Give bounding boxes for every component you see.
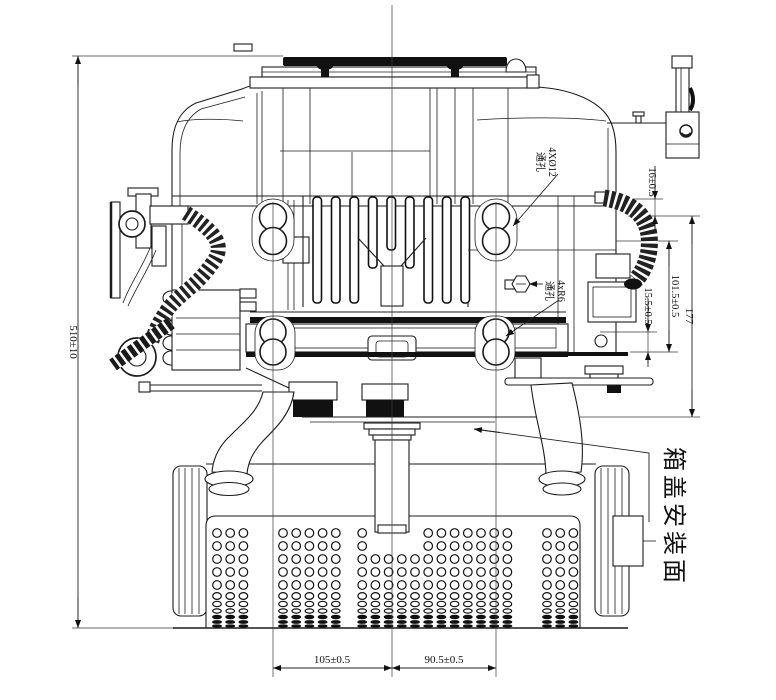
engine-outline [109, 43, 700, 629]
top-bolt-icon [317, 62, 463, 77]
left-bracket [109, 187, 189, 307]
mounting-feet [288, 357, 654, 423]
ribbed-hose [109, 206, 226, 371]
exhaust-elbow [594, 189, 658, 290]
dim-overall-height: 510±10 [67, 325, 79, 359]
callouts: 4XØ12 通孔 4xR6 通孔 箱盖安装面 [473, 147, 687, 587]
control-box [162, 288, 257, 371]
dim-hole-span: 101.5±0.5 [669, 275, 680, 318]
callout-cover-face: 箱盖安装面 [660, 447, 687, 587]
callout-corner-holes-type: 通孔 [543, 281, 555, 301]
centerlines [272, 5, 497, 677]
dimensions: 510±10 16±0.5 101.5±0.5 15.5±0.5 177 105… [67, 56, 695, 671]
dim-lower-offset: 15.5±0.5 [642, 287, 653, 324]
dim-top-offset: 16±0.5 [646, 167, 657, 196]
callout-top-holes-type: 通孔 [534, 152, 546, 172]
callout-top-holes-qty: 4XØ12 [546, 147, 557, 176]
dim-bottom-left: 105±0.5 [314, 654, 351, 666]
dim-mount-height: 177 [683, 308, 695, 325]
muffler-outlet [612, 515, 644, 567]
top-right-bracket [607, 55, 700, 159]
dim-bottom-right: 90.5±0.5 [424, 654, 464, 666]
muffler [172, 463, 656, 629]
hex-plug-icon [504, 275, 531, 293]
cooling-fins [312, 196, 471, 304]
exhaust-pipes [204, 382, 586, 497]
muffler-perforations [212, 528, 579, 628]
callout-corner-holes-qty: 4xR6 [555, 280, 566, 302]
